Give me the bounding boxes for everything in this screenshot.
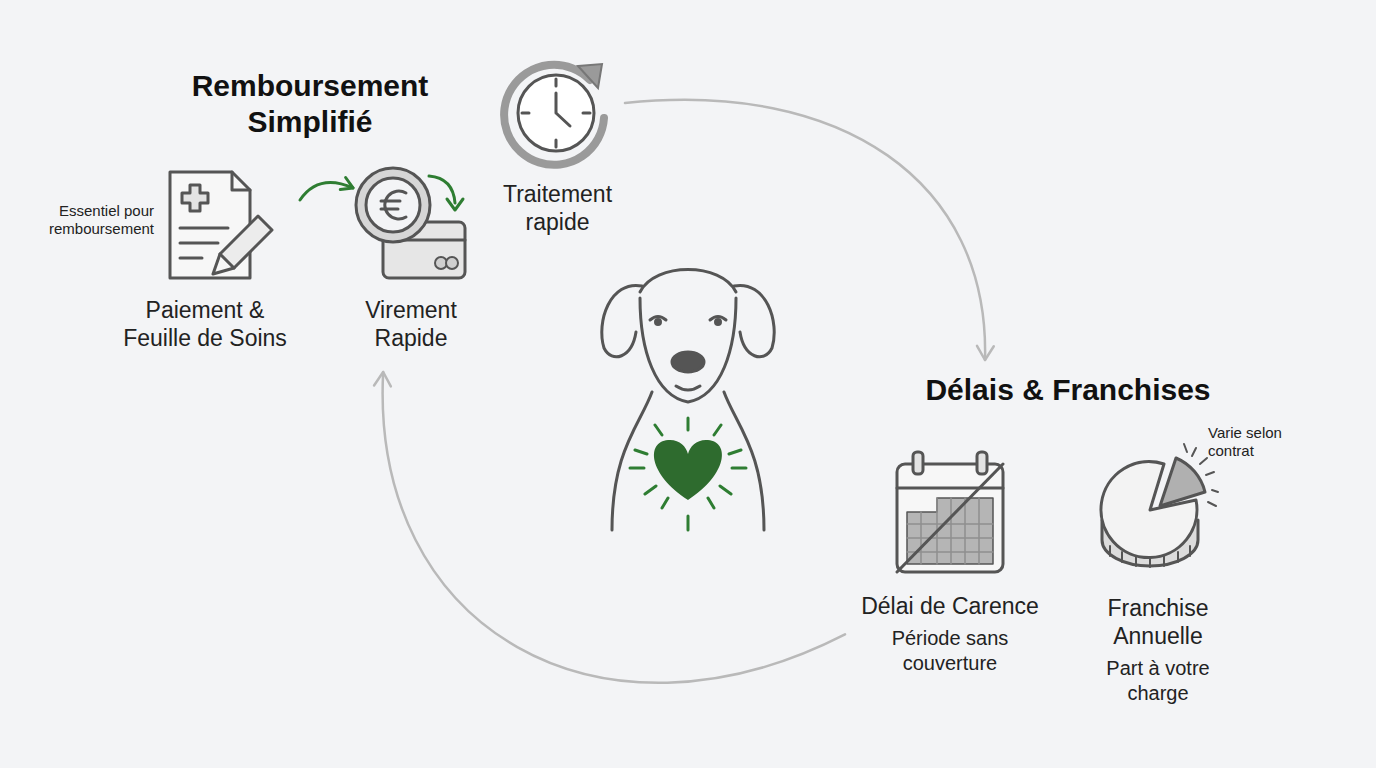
dog-illustration bbox=[716, 320, 721, 325]
section-group: Remboursement SimplifiéPaiement & Feuill… bbox=[100, 60, 480, 380]
document-icon bbox=[220, 216, 272, 268]
document-icon bbox=[213, 254, 234, 274]
deductible-icon bbox=[1101, 444, 1218, 567]
payment-icon bbox=[446, 257, 458, 269]
section-group: Délais & FranchisesDélai de CarencePério… bbox=[840, 360, 1296, 712]
node-title: Franchise Annuelle bbox=[1095, 594, 1221, 650]
calendar-icon bbox=[913, 452, 923, 474]
step-box: Virement Rapide bbox=[353, 160, 469, 372]
arrow-head bbox=[977, 346, 994, 360]
payment-icon bbox=[447, 199, 463, 210]
step-box: Traitement rapide bbox=[490, 55, 625, 240]
heart-symbol bbox=[654, 440, 722, 500]
node-title: Paiement & Feuille de Soins bbox=[110, 296, 300, 352]
document-icon bbox=[232, 172, 250, 190]
calendar-icon bbox=[897, 464, 1003, 572]
dog-illustration bbox=[734, 285, 774, 356]
node-description: Période sans couverture bbox=[845, 626, 1055, 676]
payment-icon bbox=[356, 168, 465, 278]
dog-illustration bbox=[602, 285, 642, 356]
arrow-head bbox=[374, 372, 391, 386]
calendar-icon bbox=[977, 452, 987, 474]
section-heading: Délais & Franchises bbox=[840, 372, 1296, 408]
calendar-icon bbox=[897, 487, 1003, 490]
calendar-icon bbox=[897, 452, 1003, 572]
dog-illustration bbox=[640, 270, 736, 293]
dog-illustration bbox=[656, 320, 661, 325]
payment-icon bbox=[356, 168, 430, 242]
node-title: Virement Rapide bbox=[353, 296, 469, 352]
clock-icon bbox=[504, 65, 604, 165]
node-description: Part à votre charge bbox=[1095, 656, 1221, 706]
heart-symbol bbox=[630, 418, 746, 530]
payment-icon bbox=[429, 176, 455, 203]
payment-icon bbox=[381, 201, 400, 209]
connector-line bbox=[383, 372, 845, 683]
document-icon bbox=[182, 185, 208, 211]
dog-illustration bbox=[602, 270, 774, 531]
deductible-icon bbox=[1160, 458, 1205, 506]
dog-illustration bbox=[640, 298, 736, 402]
calendar-icon bbox=[897, 464, 1003, 572]
clock-icon bbox=[504, 64, 604, 165]
calendar-icon bbox=[907, 498, 993, 564]
clock-icon bbox=[556, 93, 570, 126]
flow-arrow bbox=[300, 177, 353, 199]
document-icon bbox=[170, 172, 272, 278]
clock-icon bbox=[518, 75, 594, 151]
dog-illustration bbox=[650, 317, 726, 321]
section-heading: Remboursement Simplifié bbox=[180, 68, 440, 140]
flow-arrow bbox=[625, 100, 994, 360]
payment-icon bbox=[366, 178, 420, 232]
note-label: Varie selon contrat bbox=[1208, 424, 1308, 460]
dog-illustration bbox=[724, 392, 764, 530]
calendar-icon bbox=[907, 498, 993, 564]
dog-illustration bbox=[612, 392, 652, 530]
payment-icon bbox=[385, 191, 406, 219]
clock-icon bbox=[522, 79, 590, 147]
arrow-head bbox=[340, 177, 353, 189]
note-label: Essentiel pour remboursement bbox=[28, 202, 154, 238]
node-title: Délai de Carence bbox=[861, 592, 1039, 620]
heart-symbol bbox=[630, 418, 746, 530]
connector-line bbox=[300, 182, 353, 200]
term-box: Délai de CarencePériode sans couverture bbox=[845, 440, 1055, 680]
dog-illustration bbox=[676, 386, 700, 390]
step-box: Paiement & Feuille de Soins bbox=[110, 160, 300, 355]
node-title: Traitement rapide bbox=[490, 180, 625, 236]
flow-arrow bbox=[374, 372, 845, 683]
dog-illustration bbox=[672, 352, 704, 372]
connector-line bbox=[625, 100, 985, 360]
term-box: Franchise AnnuellePart à votre charge bbox=[1095, 440, 1221, 710]
